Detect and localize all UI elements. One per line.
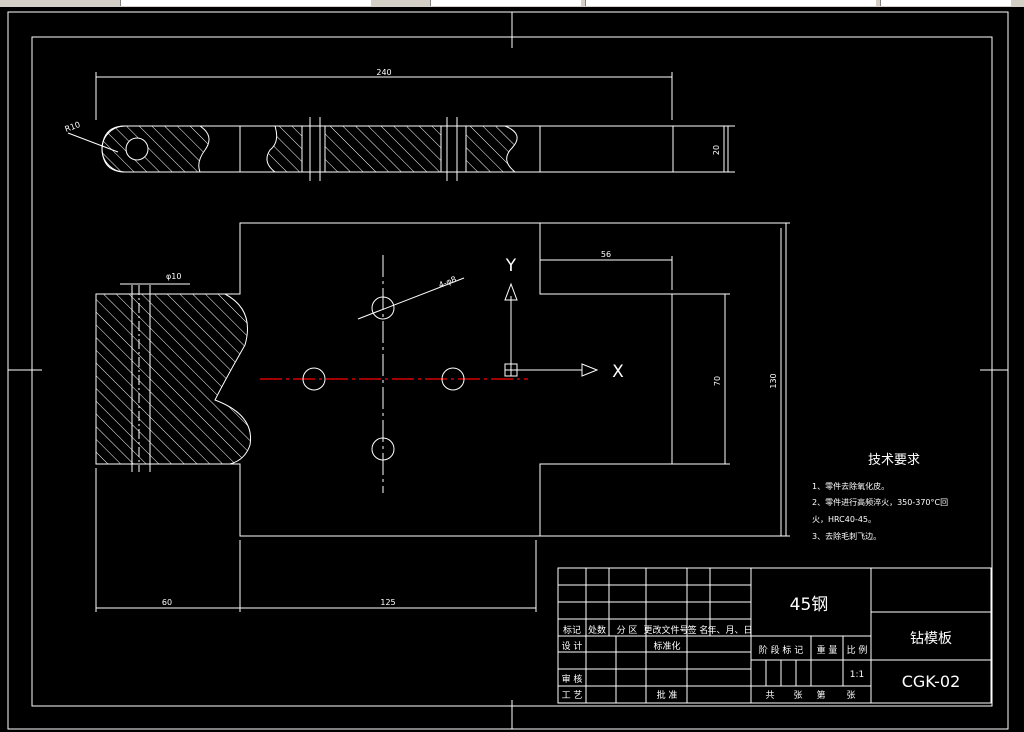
dim-phi10: φ10 — [166, 272, 181, 281]
label-zhang-2: 张 — [846, 690, 855, 701]
cad-drawing-canvas[interactable]: 240 R10 20 φ10 — [0, 7, 1024, 732]
drawing-frame — [7, 11, 1009, 730]
label-gong: 共 — [765, 690, 774, 701]
axis-x-label: X — [612, 362, 624, 382]
label-di: 第 — [816, 689, 825, 701]
dim-width-60: 60 — [162, 598, 172, 607]
axis-y-label: Y — [505, 256, 517, 276]
header-chushu: 处数 — [588, 624, 606, 636]
header-qianming: 签 名 — [688, 624, 709, 636]
material: 45钢 — [790, 595, 829, 615]
tech-line-1: 1、零件去除氧化皮。 — [812, 481, 889, 491]
label-biaozhunhua: 标准化 — [653, 640, 680, 652]
front-view — [95, 222, 790, 612]
header-gengai: 更改文件号 — [643, 624, 688, 636]
header-fenqu: 分 区 — [617, 625, 638, 636]
toolbar-strip — [0, 0, 1024, 7]
label-jieduan: 阶 段 标 记 — [759, 644, 804, 656]
dim-radius-r10: R10 — [64, 120, 82, 134]
label-shenhe: 审 核 — [562, 673, 583, 685]
title-block-lines — [557, 567, 992, 704]
tech-line-3: 火，HRC40-45。 — [812, 515, 876, 524]
dim-length-240: 240 — [376, 68, 391, 77]
label-sheji: 设 计 — [562, 640, 583, 652]
top-view — [67, 72, 735, 181]
part-name: 钻模板 — [910, 631, 952, 647]
label-zhongliang: 重 量 — [817, 644, 838, 656]
dim-thickness-20: 20 — [712, 145, 721, 155]
drawing-number: CGK-02 — [902, 672, 961, 691]
toolbar-field[interactable] — [430, 0, 581, 6]
header-riqi: 年、月、日 — [707, 624, 752, 636]
dim-holes-4-phi8: 4-φ8 — [437, 275, 457, 290]
toolbar-field[interactable] — [880, 0, 1011, 6]
tech-line-4: 3、去除毛刺飞边。 — [812, 531, 881, 541]
scale-value: 1:1 — [850, 670, 864, 680]
label-pizhun: 批 准 — [657, 689, 678, 701]
dim-width-125: 125 — [380, 598, 395, 607]
label-bili: 比 例 — [847, 644, 868, 656]
dim-height-70: 70 — [713, 376, 722, 386]
header-biaoji: 标记 — [563, 624, 581, 636]
tech-requirements-title: 技术要求 — [868, 453, 920, 468]
label-zhang: 张 — [793, 690, 802, 701]
toolbar-field[interactable] — [120, 0, 371, 6]
dim-height-130: 130 — [769, 373, 778, 388]
toolbar-field[interactable] — [585, 0, 876, 6]
label-gongyi: 工 艺 — [562, 690, 583, 701]
tech-line-2: 2、零件进行高频淬火，350-370°C回 — [812, 497, 948, 507]
dim-width-56: 56 — [601, 250, 611, 259]
